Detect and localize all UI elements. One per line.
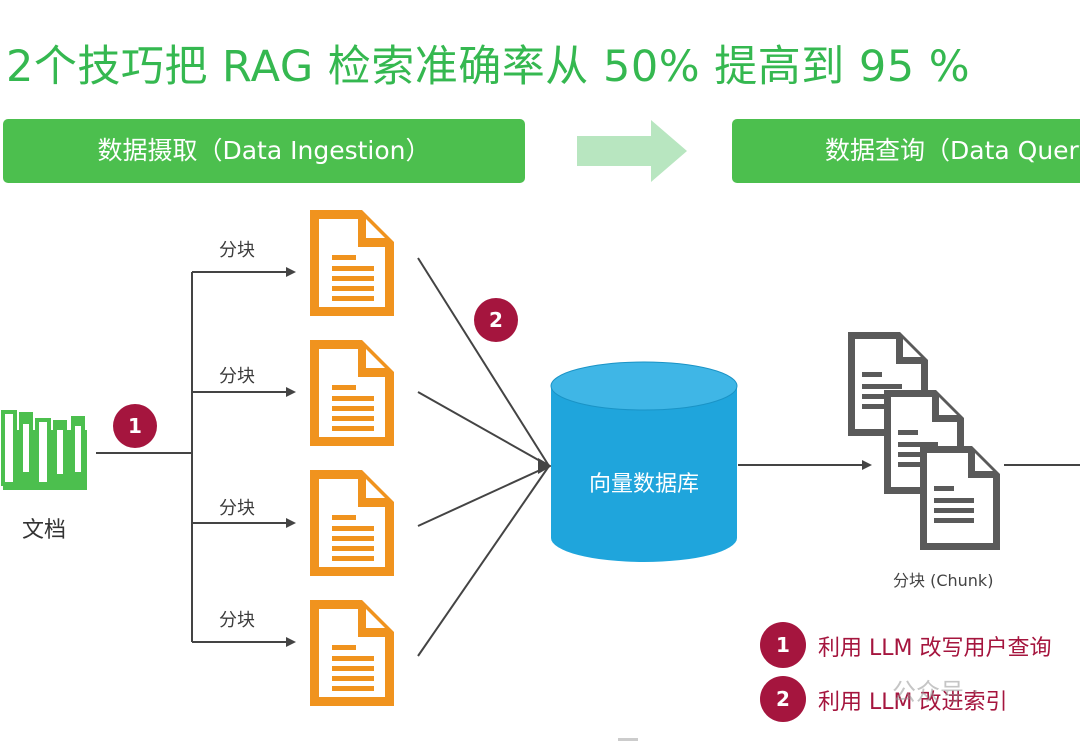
step-badge-2: 2 [474,298,518,342]
document-label: 文档 [22,518,67,543]
chunk-document-icon [310,340,394,446]
legend-badge: 1 [760,622,806,668]
watermark: 公众号 · [892,678,980,706]
banner-data-ingestion: 数据摄取（Data Ingestion） [3,119,525,183]
page-title: 2个技巧把 RAG 检索准确率从 50% 提高到 95 % [6,42,971,92]
step-badge-1: 1 [113,404,157,448]
stacked-documents-icon [848,332,1000,550]
legend-text: 利用 LLM 改进索引 [818,690,1008,715]
legend-badge: 2 [760,676,806,722]
chunk-document-icon [310,470,394,576]
chunk-label: 分块 [219,498,255,519]
chunk-document-icon [310,600,394,706]
chunk-output-label: 分块 (Chunk) [893,571,994,590]
chunk-label: 分块 [219,240,255,261]
chunk-document-icon [310,210,394,316]
chunk-label: 分块 [219,610,255,631]
banner-data-query: 数据查询（Data Query） [732,119,1080,183]
legend-text: 利用 LLM 改写用户查询 [818,636,1052,661]
database-icon [550,361,738,562]
vector-database-label: 向量数据库 [588,472,699,497]
chunk-label: 分块 [219,366,255,387]
right-arrow-icon [577,120,687,182]
books-icon [1,410,87,490]
